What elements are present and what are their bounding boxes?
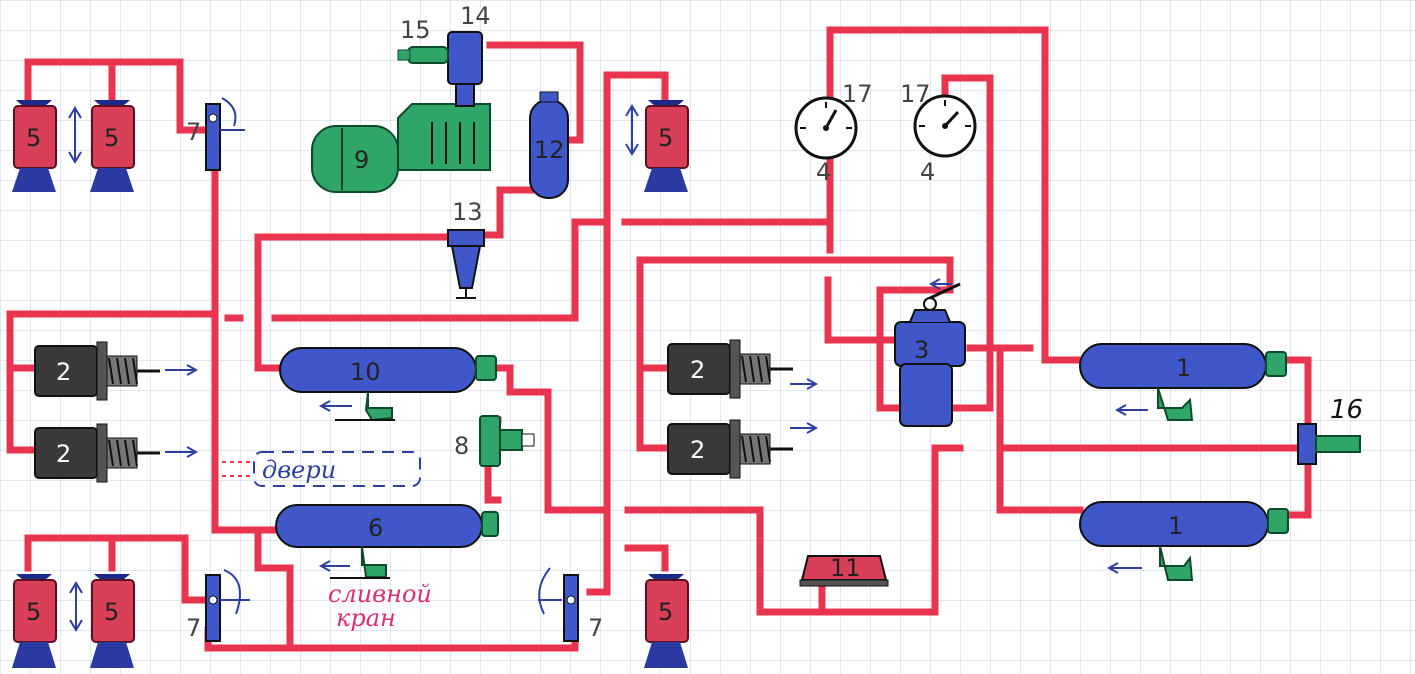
label-2: 2: [56, 440, 71, 468]
double-arrow-icon: [68, 104, 639, 632]
air-chamber-icon: [12, 574, 57, 668]
compressor-head-icon: [397, 31, 483, 107]
pipe: [6, 364, 39, 454]
label-2: 2: [690, 436, 705, 464]
pipe: [6, 310, 219, 372]
valve-icon: [205, 569, 250, 642]
spring-brake-chamber-icon: [34, 423, 160, 483]
pipe: [966, 344, 1084, 514]
label-16: 16: [1330, 395, 1363, 425]
pipe: [544, 466, 609, 514]
label-5: 5: [658, 124, 673, 152]
pipe: [211, 141, 294, 534]
pipe: [586, 71, 611, 596]
label-2: 2: [56, 358, 71, 386]
pipe: [824, 276, 896, 344]
label-17: 17: [900, 80, 931, 108]
label-7: 7: [186, 614, 201, 642]
label-7: 7: [186, 118, 201, 146]
label-13: 13: [452, 198, 483, 226]
label-17: 17: [842, 80, 873, 108]
pipe: [941, 74, 994, 412]
air-receiver-icon: [279, 347, 497, 422]
doors-label: двери: [262, 456, 336, 484]
label-5: 5: [26, 124, 41, 152]
gauge-icon: [913, 94, 977, 158]
label-4: 4: [920, 158, 935, 186]
label-2: 2: [690, 356, 705, 384]
air-receiver-icon: [275, 504, 499, 579]
spring-brake-chamber-icon: [667, 339, 793, 399]
label-5: 5: [104, 598, 119, 626]
label-3: 3: [914, 336, 929, 364]
valve-icon: [205, 97, 245, 171]
air-receiver-icon: [1079, 343, 1287, 421]
gauge-icon: [794, 96, 858, 160]
label-11: 11: [830, 554, 861, 582]
pipe: [636, 256, 672, 452]
valve-icon: [538, 567, 579, 642]
air-chamber-icon: [90, 100, 135, 192]
spring-brake-chamber-icon: [34, 341, 160, 401]
air-chamber-icon: [12, 100, 57, 192]
pipe: [876, 256, 954, 412]
pipe: [486, 41, 584, 144]
drain-valve-label-line1: сливной: [328, 580, 432, 608]
label-1: 1: [1176, 354, 1191, 382]
label-6: 6: [368, 514, 383, 542]
pipe: [24, 534, 209, 604]
label-14: 14: [460, 2, 491, 30]
compressor-icon: [311, 103, 491, 193]
pipe: [254, 233, 449, 372]
brake-valve-icon: [894, 278, 966, 427]
spring-brake-chamber-icon: [667, 419, 793, 479]
indicator-lamp-icon: [799, 555, 889, 587]
air-receiver-icon: [529, 91, 569, 199]
label-15: 15: [400, 16, 431, 44]
label-5: 5: [658, 598, 673, 626]
component-labels: 1 1 2 2 2 2 3 4 4 5 5 5 5 5 5 6 7 7 7 8 …: [26, 2, 1363, 642]
pipe: [603, 71, 669, 104]
pipe: [286, 624, 579, 652]
pipe: [476, 186, 549, 239]
arrow-right-icon: [165, 364, 819, 458]
pipe: [624, 544, 669, 572]
label-5: 5: [26, 598, 41, 626]
drain-valve-label-line2: кран: [336, 604, 396, 632]
label-10: 10: [350, 358, 381, 386]
label-8: 8: [454, 432, 469, 460]
pipe: [271, 218, 609, 322]
label-7: 7: [588, 614, 603, 642]
valve-icon: [1297, 423, 1361, 465]
pipe: [621, 26, 1084, 364]
label-5: 5: [104, 124, 119, 152]
pipe: [1284, 458, 1312, 519]
valve-icon: [479, 415, 535, 467]
label-4: 4: [816, 158, 831, 186]
label-1: 1: [1168, 512, 1183, 540]
pipe: [204, 526, 294, 652]
air-chamber-icon: [90, 574, 135, 668]
label-9: 9: [354, 146, 369, 174]
air-chamber-icon: [644, 100, 689, 192]
pipe: [491, 364, 552, 474]
label-12: 12: [534, 136, 565, 164]
pipe: [24, 58, 209, 134]
doors-box: [222, 451, 421, 487]
pipe: [1281, 356, 1312, 434]
air-receiver-icon: [1079, 501, 1289, 581]
air-chamber-icon: [644, 574, 689, 668]
filter-icon: [447, 229, 485, 299]
pipe: [624, 444, 939, 616]
